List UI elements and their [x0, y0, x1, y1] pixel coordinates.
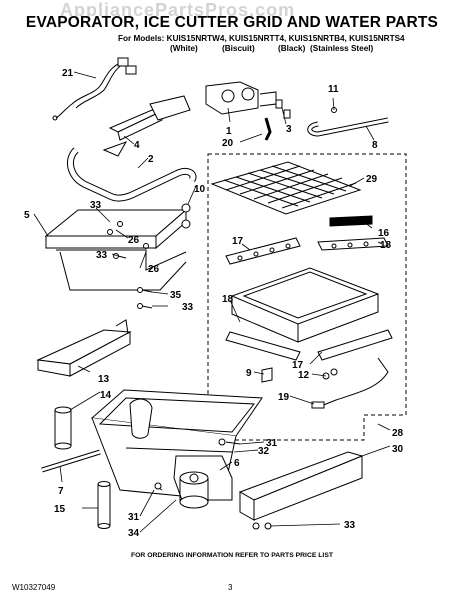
watermark: AppliancePartsPros.com — [60, 0, 296, 20]
callout-31-b: 31 — [266, 438, 278, 449]
screw-31-b — [225, 441, 241, 445]
cover-panel-30 — [238, 451, 364, 521]
screws-33-bottom — [252, 522, 272, 530]
screws-10 — [181, 203, 191, 229]
document-number: W10327049 — [12, 583, 56, 592]
cutter-grid-29 — [210, 161, 362, 215]
evaporator-tube-2 — [66, 147, 197, 202]
callout-9: 9 — [246, 368, 252, 379]
callout-26-b: 26 — [148, 264, 160, 275]
callout-35: 35 — [170, 290, 182, 301]
wire-harness-21 — [52, 57, 137, 121]
water-valve-1 — [205, 81, 277, 115]
wire-bar-18-a — [317, 237, 389, 251]
callout-30: 30 — [392, 444, 404, 455]
callout-10: 10 — [194, 184, 206, 195]
pump-tube-14 — [54, 406, 72, 450]
callout-17-b: 17 — [292, 360, 304, 371]
callout-14: 14 — [100, 390, 112, 401]
callout-17-a: 17 — [232, 236, 244, 247]
color-white: (White) — [170, 44, 198, 53]
harness-19 — [315, 357, 389, 409]
color-stainless: (Stainless Steel) — [310, 44, 374, 53]
callout-13: 13 — [98, 374, 110, 385]
callout-16: 16 — [378, 228, 390, 239]
callout-12: 12 — [298, 370, 310, 381]
grid-frame — [230, 267, 380, 343]
callout-18-a: 18 — [380, 240, 392, 251]
callout-26-a: 26 — [128, 235, 140, 246]
callout-33-a: 33 — [90, 200, 102, 211]
color-black: (Black) — [278, 44, 306, 53]
page-number: 3 — [228, 583, 233, 592]
callout-21: 21 — [62, 68, 74, 79]
clip-9 — [261, 367, 273, 383]
ordering-footer: FOR ORDERING INFORMATION REFER TO PARTS … — [130, 552, 334, 559]
callout-11: 11 — [328, 84, 339, 95]
inlet-tube-11-8 — [307, 107, 389, 137]
callout-31-a: 31 — [128, 512, 140, 523]
tube-15 — [97, 481, 111, 529]
strip-16 — [329, 215, 373, 227]
callout-20: 20 — [222, 138, 234, 149]
callout-6: 6 — [234, 458, 240, 469]
callout-8: 8 — [372, 140, 378, 151]
connector-12 — [322, 368, 338, 380]
callout-33-d: 33 — [344, 520, 356, 531]
callout-19: 19 — [278, 392, 290, 403]
wire-bar-18-b — [225, 331, 301, 361]
wire-bar-17-a — [225, 237, 301, 265]
callout-2: 2 — [148, 154, 154, 165]
callout-34: 34 — [128, 528, 140, 539]
callout-5: 5 — [24, 210, 30, 221]
tube-20 — [264, 117, 272, 141]
wire-bar-17-b — [317, 329, 393, 361]
callout-4: 4 — [134, 140, 140, 151]
color-biscuit: (Biscuit) — [222, 44, 255, 53]
callout-3: 3 — [286, 124, 292, 135]
models-line: For Models: KUIS15NRTW4, KUIS15NRTT4, KU… — [118, 34, 405, 43]
screws-35-33 — [113, 253, 153, 309]
callout-1: 1 — [226, 126, 232, 137]
hose-7 — [41, 449, 101, 473]
callout-labels: 21 4 2 10 33 5 26 33 26 35 33 13 14 7 15… — [24, 68, 404, 539]
pump-6 — [173, 455, 233, 509]
callout-29: 29 — [366, 174, 378, 185]
fittings-3 — [275, 99, 291, 119]
page-title: EVAPORATOR, ICE CUTTER GRID AND WATER PA… — [25, 14, 439, 31]
callout-28: 28 — [392, 428, 404, 439]
evaporator-frame-5 — [44, 208, 188, 291]
callout-18-b: 18 — [222, 294, 234, 305]
callout-15: 15 — [54, 504, 66, 515]
callout-33-c: 33 — [182, 302, 194, 313]
callout-7: 7 — [58, 486, 64, 497]
leader-lines — [33, 71, 391, 533]
callout-32: 32 — [258, 446, 270, 457]
water-trough-13 — [36, 319, 132, 377]
callout-33-b: 33 — [96, 250, 108, 261]
evaporator-part-4 — [102, 95, 191, 157]
